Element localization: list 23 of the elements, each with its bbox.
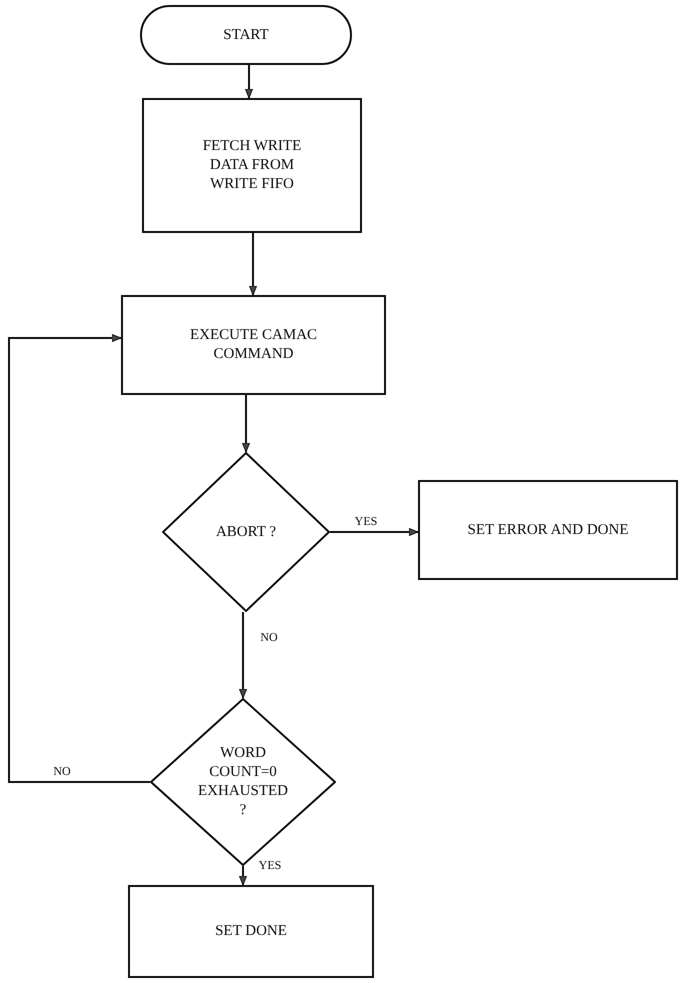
process-box — [128, 885, 374, 978]
arrow — [238, 612, 248, 698]
node-label: START — [223, 26, 269, 44]
node-label: EXECUTE CAMAC COMMAND — [188, 326, 318, 364]
edge-label: YES — [354, 514, 378, 528]
node-label: WORD COUNT=0 EXHAUSTED ? — [197, 744, 289, 820]
node-label: ABORT ? — [214, 522, 278, 542]
process-box — [121, 295, 386, 395]
process-box — [142, 98, 362, 233]
arrow — [248, 233, 258, 296]
process-box — [418, 480, 678, 580]
arrow — [238, 866, 248, 886]
node-label: SET ERROR AND DONE — [468, 520, 628, 540]
arrow — [244, 65, 254, 98]
node-label: FETCH WRITE DATA FROM WRITE FIFO — [202, 137, 302, 194]
arrow — [8, 334, 150, 783]
edge-label: NO — [259, 630, 279, 644]
node-label: SET DONE — [215, 922, 287, 941]
arrow — [242, 395, 250, 452]
edge-label: NO — [52, 764, 72, 778]
edge-label: YES — [258, 858, 282, 872]
decision-diamond — [162, 452, 330, 612]
arrow — [330, 528, 418, 536]
